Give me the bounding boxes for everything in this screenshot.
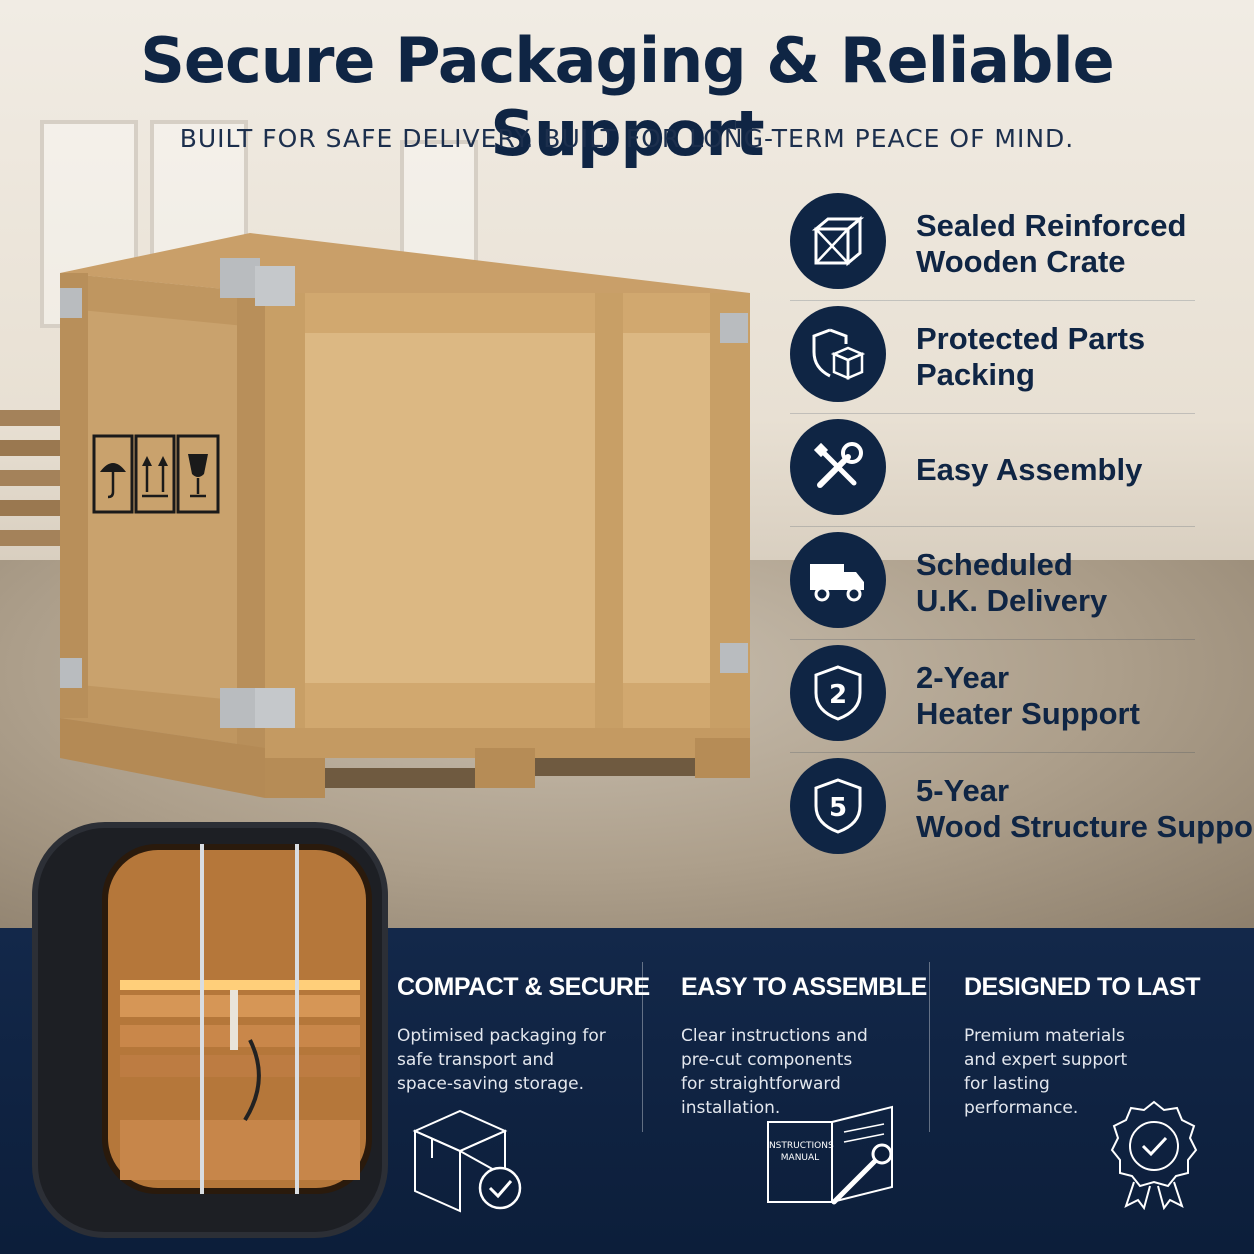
feature-line: 2-Year [916,660,1010,695]
feature-item: Sealed Reinforced Wooden Crate [790,188,1195,301]
handling-labels [92,434,220,514]
feature-line: U.K. Delivery [916,583,1108,618]
shield-badge-number: 2 [829,680,847,710]
column-line: pre-cut components [681,1050,853,1070]
feature-line: Wooden Crate [916,244,1126,279]
column-line: Premium materials [964,1026,1125,1046]
shield-badge-number: 5 [829,793,847,823]
column-heading: COMPACT & SECURE [397,973,650,1001]
crate-icon [790,193,886,289]
feature-item: Easy Assembly [790,414,1195,527]
manual-label: MANUAL [781,1153,819,1163]
feature-line: Packing [916,357,1035,392]
feature-item: 5 5-Year Wood Structure Support [790,753,1254,865]
column-line: Clear instructions and [681,1026,868,1046]
column-line: Optimised packaging for [397,1026,606,1046]
shield-2-icon: 2 [790,645,886,741]
column-line: installation. [681,1098,781,1118]
feature-line: Scheduled [916,547,1073,582]
keep-dry-icon [92,434,134,514]
column-line: and expert support [964,1050,1128,1070]
feature-line: Protected Parts [916,321,1146,356]
column-line: for lasting [964,1074,1050,1094]
shield-box-icon [790,306,886,402]
background-pallets [0,410,60,546]
wooden-crate [60,233,750,798]
column-divider [642,962,643,1132]
column-line: performance. [964,1098,1079,1118]
info-column-assemble: EASY TO ASSEMBLE Clear instructions and … [681,973,931,1120]
shield-5-icon: 5 [790,758,886,854]
column-heading: DESIGNED TO LAST [964,973,1201,1001]
this-way-up-icon [134,434,176,514]
info-column-compact: COMPACT & SECURE Optimised packaging for… [397,973,650,1096]
warehouse-background [0,0,1254,930]
page-title: Secure Packaging & Reliable Support [140,24,1114,170]
manual-wrench-icon: INSTRUCTIONS MANUAL [766,1105,893,1205]
feature-list: Sealed Reinforced Wooden Crate Protected… [790,188,1254,865]
tools-icon [790,419,886,515]
box-check-icon [412,1109,522,1213]
column-divider [929,962,930,1132]
quality-badge-icon [1110,1100,1198,1210]
feature-line: Wood Structure Support [916,809,1254,844]
manual-label: INSTRUCTIONS [766,1141,834,1151]
sauna-cabin [32,822,388,1238]
page-subtitle: BUILT FOR SAFE DELIVERY. BUILT FOR LONG-… [179,124,1075,153]
feature-item: Protected Parts Packing [790,301,1195,414]
feature-line: 5-Year [916,773,1010,808]
feature-item: 2 2-Year Heater Support [790,640,1195,753]
info-column-last: DESIGNED TO LAST Premium materials and e… [964,973,1214,1120]
feature-line: Heater Support [916,696,1140,731]
feature-line: Sealed Reinforced [916,208,1187,243]
feature-item: Scheduled U.K. Delivery [790,527,1195,640]
column-line: for straightforward [681,1074,841,1094]
feature-line: Easy Assembly [916,452,1143,487]
truck-icon [790,532,886,628]
column-line: space-saving storage. [397,1074,585,1094]
fragile-icon [176,434,220,514]
column-line: safe transport and [397,1050,555,1070]
column-heading: EASY TO ASSEMBLE [681,973,927,1001]
